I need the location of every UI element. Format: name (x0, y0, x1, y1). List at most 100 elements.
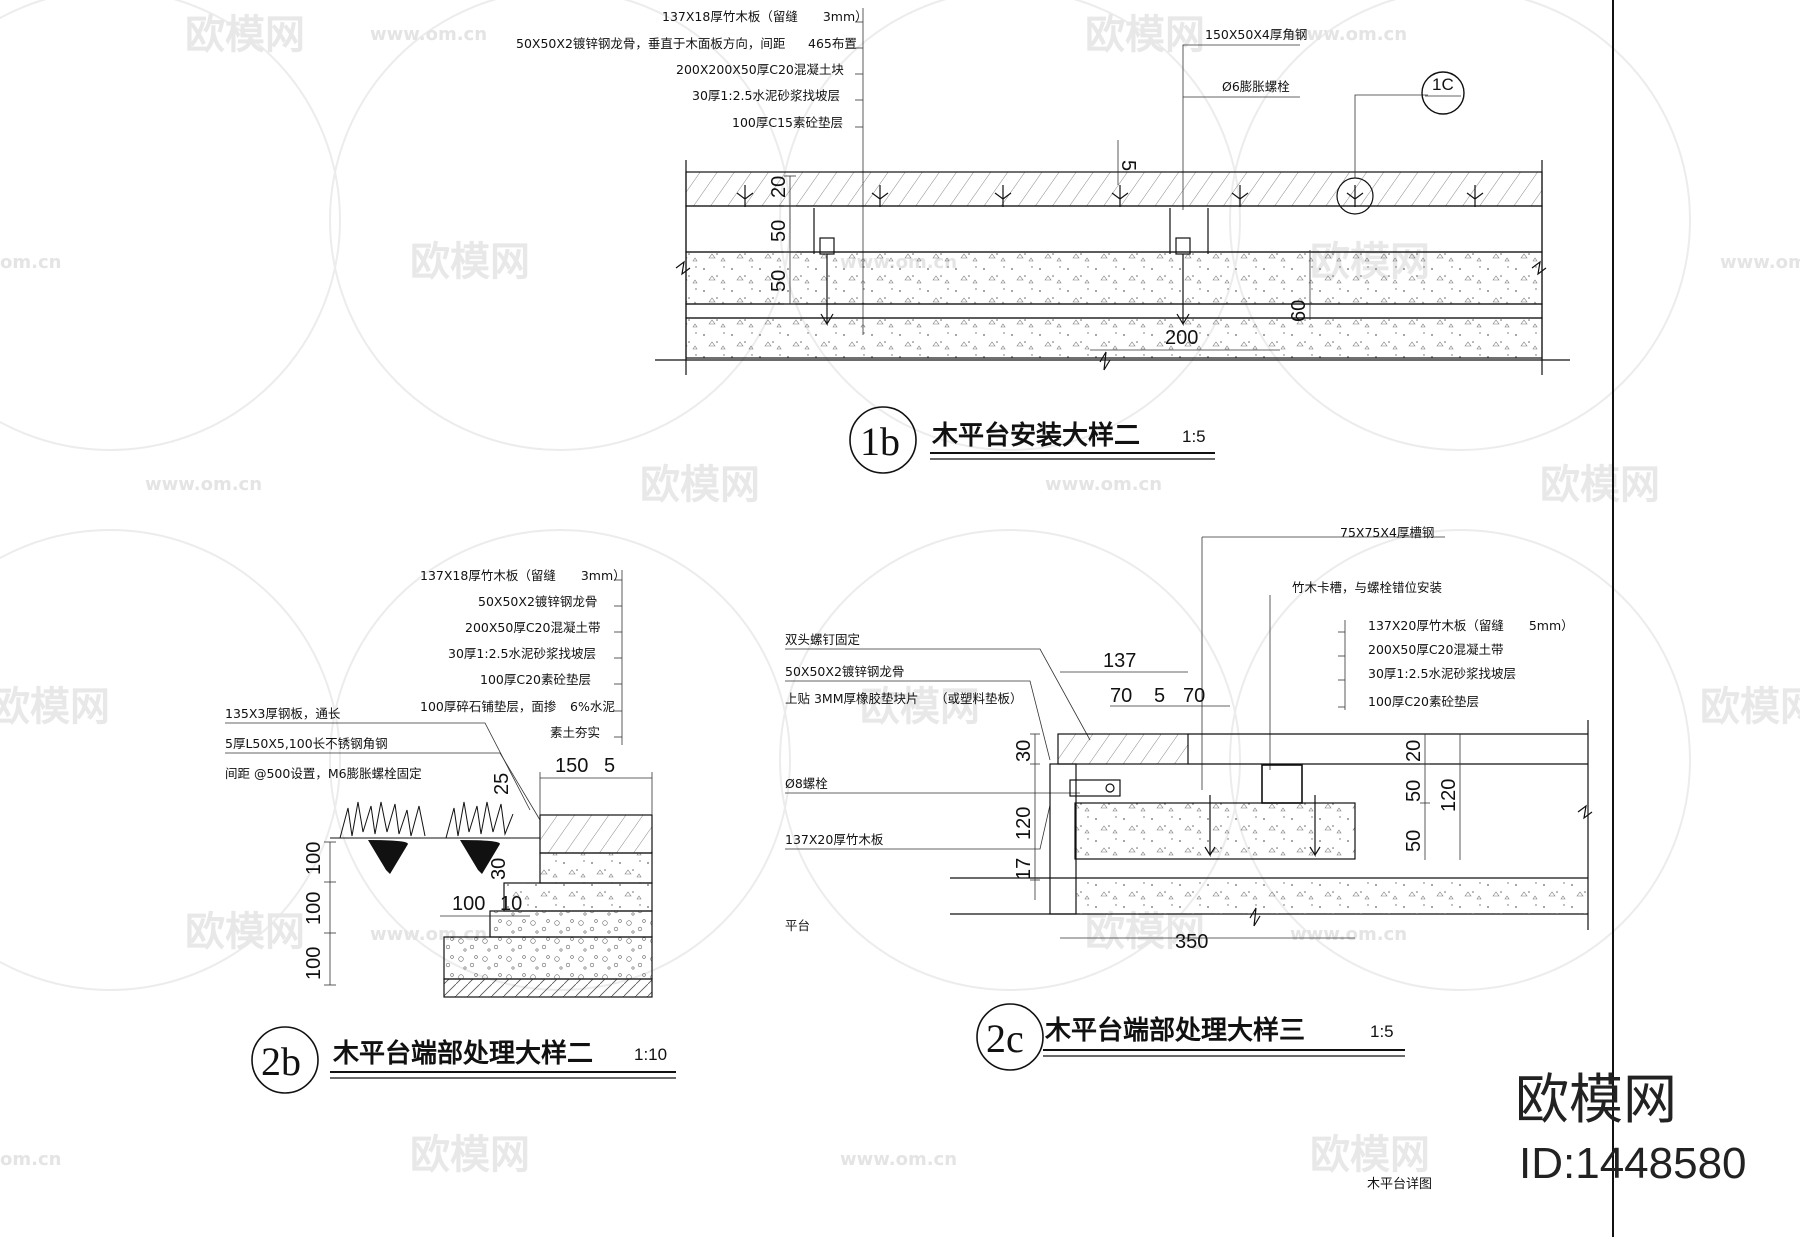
planting-mound-2 (460, 840, 500, 874)
label-2b-steel-plate: 135X3厚钢板，通长 (225, 706, 341, 721)
label-1b-steel-joist: 50X50X2镀锌钢龙骨，垂直于木面板方向，间距 (516, 36, 785, 51)
side-board-2c (1049, 763, 1077, 915)
dim-2c-5: 5 (1154, 685, 1165, 707)
watermark-url: www.om.cn (1290, 24, 1407, 45)
label-2b-gravel: 100厚碎石铺垫层，面掺 (420, 699, 557, 714)
label-2c-concrete-band: 200X50厚C20混凝土带 (1368, 642, 1503, 657)
label-1b-base: 100厚C15素砼垫层 (732, 115, 843, 130)
dim-2c-50a: 50 (1403, 780, 1425, 802)
label-2c-side-board: 137X20厚竹木板 (785, 832, 884, 847)
dim-1b-5: 5 (1117, 160, 1139, 171)
label-2b-deck-board: 137X18厚竹木板（留缝 3mm） (420, 568, 626, 583)
dim-1b-20: 20 (768, 176, 790, 198)
watermark-text: 欧模网 (410, 1132, 530, 1178)
label-2b-earth: 素土夯实 (550, 725, 600, 740)
detail-2c-title: 木平台端部处理大样三 (1044, 1015, 1305, 1046)
callout-1c-label: 1C (1432, 75, 1454, 94)
watermark-text: 欧模网 (1085, 909, 1205, 955)
dim-2c-30: 30 (1013, 740, 1035, 762)
planting-mound-1 (368, 840, 408, 874)
deck-continuation (1188, 733, 1588, 765)
watermark-url: www.om.cn (1045, 474, 1162, 495)
watermark-text: 欧模网 (860, 684, 980, 730)
watermark-text: 欧模网 (185, 12, 305, 58)
label-2c-steel-joist: 50X50X2镀锌钢龙骨 (785, 664, 904, 679)
label-1b-joist-spacing: 465布置 (808, 36, 857, 51)
earth-layer (443, 978, 653, 998)
watermark-url: www.om.cn (1720, 252, 1800, 273)
label-2c-double-screw: 双头螺钉固定 (785, 632, 860, 647)
watermark-url: www.om.cn (840, 1149, 957, 1170)
watermark-text: 欧模网 (0, 684, 110, 730)
step-layer-2 (489, 910, 653, 938)
dim-2c-70b: 70 (1183, 685, 1205, 707)
detail-2b-title: 木平台端部处理大样二 (332, 1038, 593, 1069)
dim-1b-60: 60 (1288, 300, 1310, 322)
label-1b-mortar: 30厚1:2.5水泥砂浆找坡层 (692, 88, 840, 103)
dim-2c-137: 137 (1103, 650, 1136, 672)
detail-2c: 75X75X4厚槽钢 竹木卡槽，与螺栓错位安装 137X20厚竹木板（留缝 5m… (785, 525, 1593, 1071)
label-2b-cement: 6%水泥 (570, 699, 615, 714)
dim-2c-20: 20 (1403, 740, 1425, 762)
callout-1c-tag (1421, 71, 1465, 115)
detail-2c-tag: 2c (986, 1016, 1024, 1061)
label-2c-mortar: 30厚1:2.5水泥砂浆找坡层 (1368, 666, 1516, 681)
detail-1b-scale: 1:5 (1182, 427, 1206, 446)
sheet-name: 木平台详图 (1367, 1177, 1432, 1192)
watermark-url: om.cn (0, 1149, 61, 1170)
label-2b-mortar: 30厚1:2.5水泥砂浆找坡层 (448, 646, 596, 661)
deck-board-2b (539, 814, 653, 854)
label-2c-bolt: Ø8螺栓 (785, 776, 828, 791)
concrete-base-layer (685, 317, 1543, 359)
watermark-text: 欧模网 (1540, 462, 1660, 508)
label-2c-platform: 平台 (785, 918, 810, 933)
label-2c-plastic-pad: （或塑料垫板） (935, 691, 1023, 706)
watermark-url: www.om.cn (1290, 924, 1407, 945)
label-2c-rubber-pad: 上贴 3MM厚橡胶垫块片 (785, 691, 919, 706)
dim-2b-30: 30 (488, 858, 510, 880)
dim-2b-100b: 100 (303, 892, 325, 925)
label-2b-angle-steel: 5厚L50X5,100长不锈钢角钢 (225, 736, 388, 751)
watermark-text: 欧模网 (1700, 684, 1800, 730)
mortar-layer (685, 303, 1543, 319)
detail-2b-tag-circle (251, 1026, 319, 1094)
label-1b-angle-steel: 150X50X4厚角钢 (1205, 27, 1307, 42)
label-1b-anchor-bolt: Ø6膨胀螺栓 (1222, 79, 1290, 94)
dim-1b-50b: 50 (768, 270, 790, 292)
watermark-layer: 欧模网 欧模网 欧模网 欧模网 欧模网 欧模网 欧模网 欧模网 欧模网 欧模网 … (0, 0, 1800, 1178)
detail-2c-scale: 1:5 (1370, 1022, 1394, 1041)
detail-1b-tag: 1b (860, 419, 900, 464)
dim-2c-350: 350 (1175, 931, 1208, 953)
label-2c-clip-groove: 竹木卡槽，与螺栓错位安装 (1292, 580, 1442, 595)
watermark-text: 欧模网 (640, 462, 760, 508)
dim-2c-120b: 120 (1438, 779, 1460, 812)
deck-clips (736, 185, 1484, 207)
deck-board-2c (1057, 733, 1189, 765)
dim-2c-17: 17 (1013, 858, 1035, 880)
dim-2b-100c: 100 (303, 947, 325, 980)
label-2c-channel-steel: 75X75X4厚槽钢 (1340, 525, 1434, 540)
label-2c-deck-board: 137X20厚竹木板（留缝 5mm） (1368, 618, 1574, 633)
dim-2b-100a: 100 (303, 842, 325, 875)
anchor-bolts (813, 208, 1209, 327)
concrete-band-2b (539, 852, 653, 884)
dim-1b-50a: 50 (768, 220, 790, 242)
detail-1b-tag-circle (849, 406, 917, 474)
label-2b-spacing: 间距 @500设置，M6膨胀螺栓固定 (225, 766, 422, 781)
step-layer-3 (443, 936, 653, 980)
concrete-block-band (685, 251, 1543, 305)
watermark-url: www.om.cn (370, 24, 487, 45)
dim-2b-25: 25 (491, 773, 513, 795)
label-2b-concrete-band: 200X50厚C20混凝土带 (465, 620, 600, 635)
detail-1b-title: 木平台安装大样二 (931, 420, 1140, 451)
detail-2b: 137X18厚竹木板（留缝 3mm） 50X50X2镀锌钢龙骨 200X50厚C… (225, 568, 676, 1094)
dim-2b-100d: 100 (452, 893, 485, 915)
dim-2c-70a: 70 (1110, 685, 1132, 707)
dim-2c-120a: 120 (1013, 807, 1035, 840)
watermark-text: 欧模网 (1310, 1132, 1430, 1178)
watermark-url: om.cn (0, 252, 61, 273)
base-layer-2c (1076, 878, 1588, 914)
detail-2b-tag: 2b (261, 1039, 301, 1084)
dim-1b-200: 200 (1165, 327, 1198, 349)
label-2c-base: 100厚C20素砼垫层 (1368, 694, 1479, 709)
